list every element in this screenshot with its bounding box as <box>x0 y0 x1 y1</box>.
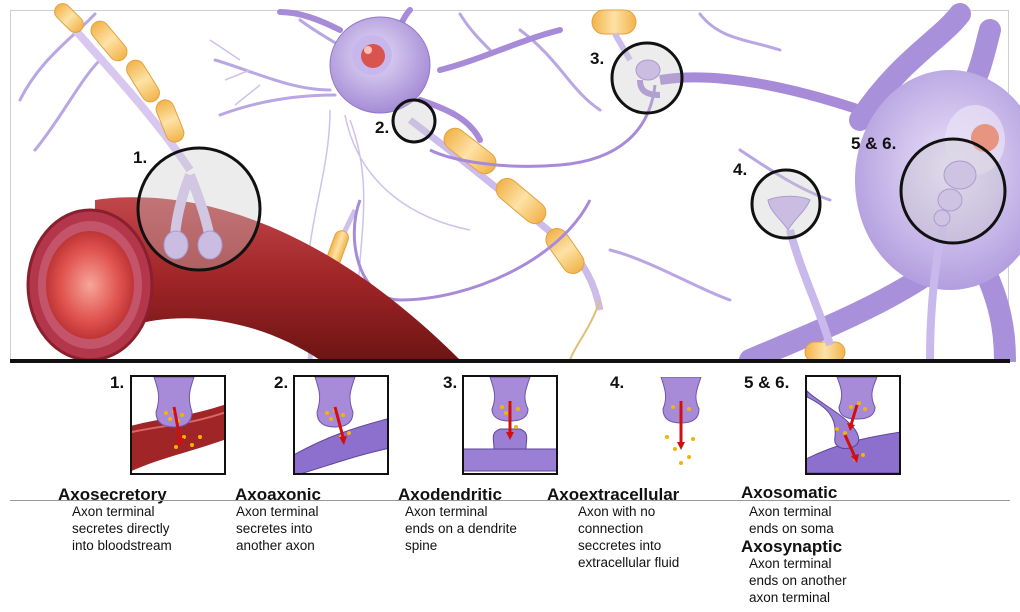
hero-label-2: 2. <box>375 118 390 137</box>
hero-label-56: 5 & 6. <box>851 134 897 153</box>
central-neuron <box>277 7 563 143</box>
panel-56-description: Axon terminal ends on soma <box>749 504 834 536</box>
axon-to-terminal-4 <box>786 229 834 347</box>
background-dendrites <box>18 12 832 302</box>
panel-1-title: Axosecretory <box>58 485 167 504</box>
panel-3-title: Axodendritic <box>398 485 502 504</box>
hero-label-4: 4. <box>733 160 748 179</box>
panel-2-title: Axoaxonic <box>235 485 321 504</box>
highlight-circles <box>136 41 1007 272</box>
axosynaptic-description: Axon terminal ends on another axon termi… <box>749 556 847 605</box>
panel-56-number: 5 & 6. <box>744 373 790 392</box>
terminal-56 <box>933 160 977 227</box>
terminal-1 <box>163 173 223 260</box>
circle-56 <box>899 137 1007 245</box>
axon-center <box>407 117 604 361</box>
curving-process <box>352 199 592 302</box>
terminal-4 <box>767 195 811 231</box>
panel-1-illustration <box>130 375 226 475</box>
panel-2-description: Axon terminal secretes into another axon <box>236 504 319 553</box>
axon-left <box>54 3 194 173</box>
axosynaptic-title: Axosynaptic <box>741 537 843 556</box>
hero-label-1: 1. <box>133 148 148 167</box>
neuron-illustration <box>10 3 1020 362</box>
panel-1-description: Axon terminal secretes directly into blo… <box>72 504 172 553</box>
panel-4-description: Axon with no connection seccretes into e… <box>578 504 680 570</box>
panel-56-illustration <box>805 375 901 475</box>
circle-2 <box>391 98 437 144</box>
circle-1 <box>136 146 262 272</box>
thin-fibers <box>209 39 471 341</box>
panel-1-number: 1. <box>110 373 125 392</box>
panel-56-title: Axosomatic <box>741 483 838 502</box>
axon-to-terminal-56 <box>926 214 949 361</box>
panel-2-number: 2. <box>274 373 289 392</box>
panel-4-title: Axoextracellular <box>547 485 680 504</box>
terminal-3 <box>635 59 661 98</box>
hero-label-3: 3. <box>590 49 605 68</box>
panel-3-number: 3. <box>443 373 458 392</box>
circle-4 <box>750 168 822 240</box>
panel-4-number: 4. <box>610 373 625 392</box>
caption-divider <box>10 500 1010 501</box>
panel-3-description: Axon terminal ends on a dendrite spine <box>405 504 517 553</box>
panel-4-illustration <box>633 375 729 475</box>
panel-2-illustration <box>293 375 389 475</box>
panel-3-illustration <box>462 375 558 475</box>
section-divider <box>10 359 1010 363</box>
circle-3 <box>610 41 684 115</box>
